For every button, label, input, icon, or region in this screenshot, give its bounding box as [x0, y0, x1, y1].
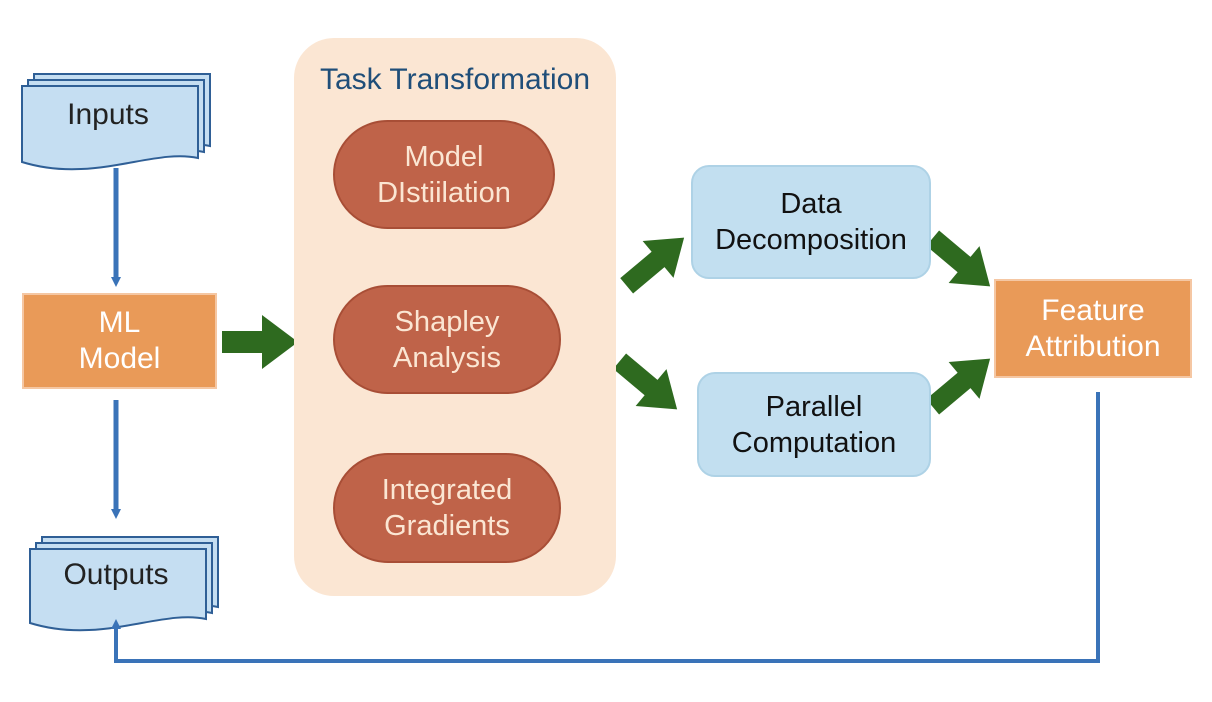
parallel-computation-box: Parallel Computation [697, 372, 931, 477]
model-distillation-label: Model DIstiilation [377, 140, 511, 209]
shapley-analysis-label: Shapley Analysis [393, 305, 501, 374]
inputs-document-icon [21, 73, 211, 171]
inputs-label: Inputs [67, 98, 149, 131]
feedback-loop-arrow [111, 392, 1100, 663]
integrated-gradients-label: Integrated Gradients [381, 474, 513, 542]
data-decomposition-label: Data Decomposition [715, 188, 907, 256]
outputs-label: Outputs [63, 558, 169, 591]
data-to-feature-arrow [926, 230, 991, 287]
ml-model-label: ML Model [78, 306, 161, 375]
feature-attribution-label: Feature Attribution [1025, 293, 1161, 363]
parallel-to-feature-arrow [926, 358, 991, 415]
task-transformation-title: Task Transformation [319, 63, 591, 96]
feature-attribution-box: Feature Attribution [994, 279, 1192, 378]
task-to-data-arrow [620, 237, 685, 294]
parallel-computation-label: Parallel Computation [731, 390, 897, 459]
data-decomposition-box: Data Decomposition [691, 165, 931, 279]
model-to-task-arrow [222, 315, 298, 369]
task-to-parallel-arrow [613, 353, 678, 410]
ml-model-box: ML Model [22, 293, 217, 389]
shapley-analysis-node: Shapley Analysis [333, 285, 561, 394]
integrated-gradients-node: Integrated Gradients [333, 453, 561, 563]
model-distillation-node: Model DIstiilation [333, 120, 555, 229]
outputs-document-icon [29, 536, 219, 632]
